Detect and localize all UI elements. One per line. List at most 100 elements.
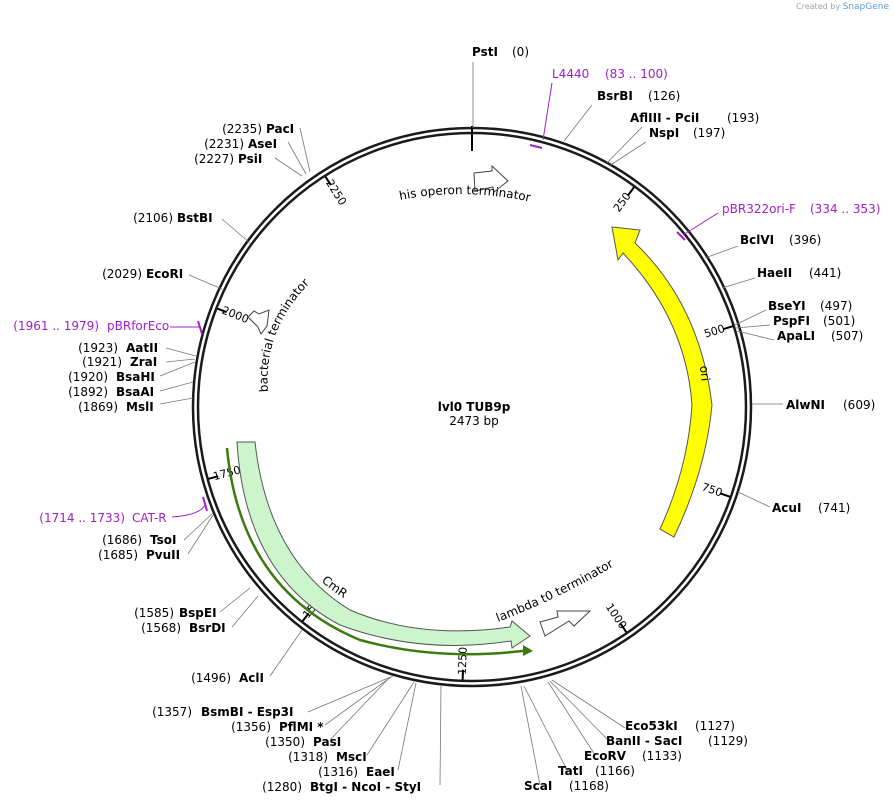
enzyme-name: TsoI xyxy=(150,533,176,547)
cmr-feature[interactable] xyxy=(236,441,531,649)
enzyme-name: BsrBI xyxy=(597,89,633,103)
enzyme-position: (1127) xyxy=(695,719,735,733)
enzyme-position: (1133) xyxy=(642,749,682,763)
enzyme-name: TatI xyxy=(558,764,583,778)
ring-tick-label: 1250 xyxy=(456,647,470,675)
enzyme-position: (507) xyxy=(831,329,863,343)
enzyme-position: (1318) xyxy=(288,750,328,764)
enzyme-name: EcoRV xyxy=(584,749,627,763)
snapgene-logo-text: SnapGene xyxy=(842,2,889,12)
enzyme-name: NspI xyxy=(649,126,679,140)
enzyme-position: (1585) xyxy=(134,606,174,620)
enzyme-position: (1129) xyxy=(708,734,748,748)
enzyme-position: (2106) xyxy=(133,211,173,225)
credit-text: Created by xyxy=(796,2,841,11)
enzyme-position: (1686) xyxy=(102,533,142,547)
lambda-terminator-label: lambda t0 terminator xyxy=(494,556,616,624)
enzyme-position: (1316) xyxy=(318,765,358,779)
enzyme-name: BtgI - NcoI - StyI xyxy=(310,780,421,794)
primer-name: CAT-R xyxy=(132,511,167,525)
enzyme-name: AclI xyxy=(239,671,264,685)
enzyme-name: AflIII - PciI xyxy=(630,111,699,125)
enzyme-name: BsaAI xyxy=(116,385,154,399)
ring-tick-mark xyxy=(627,186,635,196)
enzyme-position: (1869) xyxy=(78,400,118,414)
ring-tick-label: 1750 xyxy=(212,463,242,483)
bacterial-terminator-label: bacterial terminator xyxy=(257,276,312,393)
enzyme-position: (1166) xyxy=(595,764,635,778)
enzyme-position: (1892) xyxy=(68,385,108,399)
enzyme-name: BspEI xyxy=(179,606,217,620)
enzyme-name: HaeII xyxy=(757,266,792,280)
enzyme-name: PflMI * xyxy=(279,720,324,734)
enzyme-position: (2235) xyxy=(222,122,262,136)
enzyme-position: (2231) xyxy=(204,137,244,151)
ring-tick-mark xyxy=(324,176,332,186)
primer-name: pBR322ori-F xyxy=(722,202,796,216)
enzyme-name: AseI xyxy=(248,137,277,151)
enzyme-position: (497) xyxy=(820,299,852,313)
enzyme-position: (741) xyxy=(818,501,850,515)
enzyme-position: (2227) xyxy=(194,152,234,166)
plasmid-length: 2473 bp xyxy=(449,414,499,428)
enzyme-position: (2029) xyxy=(102,267,142,281)
enzyme-name: MscI xyxy=(336,750,367,764)
ring-tick-mark xyxy=(301,612,310,622)
ring-tick-mark xyxy=(720,492,731,498)
enzyme-position: (396) xyxy=(789,233,821,247)
primer-range: (334 .. 353) xyxy=(810,202,880,216)
primer-range: (83 .. 100) xyxy=(605,67,668,81)
enzyme-position: (609) xyxy=(843,398,875,412)
cmr-orf-arrowhead xyxy=(523,645,533,656)
enzyme-position: (1350) xyxy=(265,735,305,749)
ring-tick-mark xyxy=(217,307,228,314)
enzyme-position: (197) xyxy=(693,126,725,140)
left-enzyme-labels: (2235) PacI (2231) AseI (2227) PsiI (210… xyxy=(13,122,421,794)
enzyme-name: EaeI xyxy=(366,765,395,779)
ring-tick-label: 500 xyxy=(703,322,727,341)
lambda-terminator-arrow xyxy=(539,610,592,637)
primer-range: (1961 .. 1979) xyxy=(13,319,99,333)
enzyme-name: ZraI xyxy=(130,355,157,369)
right-enzyme-labels: PstI (0) L4440 (83 .. 100) BsrBI (126) A… xyxy=(472,45,880,793)
enzyme-position: (126) xyxy=(648,89,680,103)
enzyme-name: ScaI xyxy=(524,779,552,793)
enzyme-position: (1921) xyxy=(82,355,122,369)
bacterial-terminator-arrow xyxy=(247,309,270,335)
enzyme-position: (1168) xyxy=(569,779,609,793)
primer-name: pBRforEco xyxy=(107,319,169,333)
ring-tick-label: 750 xyxy=(700,480,724,499)
enzyme-name: BstBI xyxy=(177,211,213,225)
enzyme-position: (1496) xyxy=(191,671,231,685)
ring-tick-label: 2250 xyxy=(323,177,349,208)
ring-tick-label: 2000 xyxy=(220,304,251,326)
snapgene-credit: Created by SnapGene xyxy=(796,2,889,12)
leader-lines xyxy=(159,62,783,786)
cmr-orf xyxy=(225,447,531,656)
enzyme-name: AatII xyxy=(126,341,158,355)
enzyme-position: (1920) xyxy=(68,370,108,384)
ring-tick-mark xyxy=(722,325,734,331)
enzyme-position: (0) xyxy=(512,45,529,59)
ring-tick-mark xyxy=(208,475,219,480)
enzyme-name: EcoRI xyxy=(146,267,183,281)
enzyme-name: PacI xyxy=(266,122,294,136)
enzyme-position: (1356) xyxy=(231,720,271,734)
enzyme-position: (1280) xyxy=(262,780,302,794)
enzyme-position: (193) xyxy=(727,111,759,125)
enzyme-name: PsiI xyxy=(238,152,262,166)
ori-feature[interactable] xyxy=(611,226,713,538)
enzyme-name: PasI xyxy=(313,735,341,749)
enzyme-name: BsaHI xyxy=(116,370,155,384)
enzyme-position: (1357) xyxy=(152,705,192,719)
enzyme-name: AlwNI xyxy=(786,398,825,412)
primer-marks xyxy=(170,82,719,518)
enzyme-name: BseYI xyxy=(768,299,806,313)
enzyme-position: (1685) xyxy=(98,548,138,562)
primer-name: L4440 xyxy=(552,67,589,81)
enzyme-name: BclVI xyxy=(740,233,774,247)
enzyme-name: BsmBI - Esp3I xyxy=(201,705,293,719)
enzyme-name: AcuI xyxy=(772,501,801,515)
enzyme-position: (441) xyxy=(809,266,841,280)
